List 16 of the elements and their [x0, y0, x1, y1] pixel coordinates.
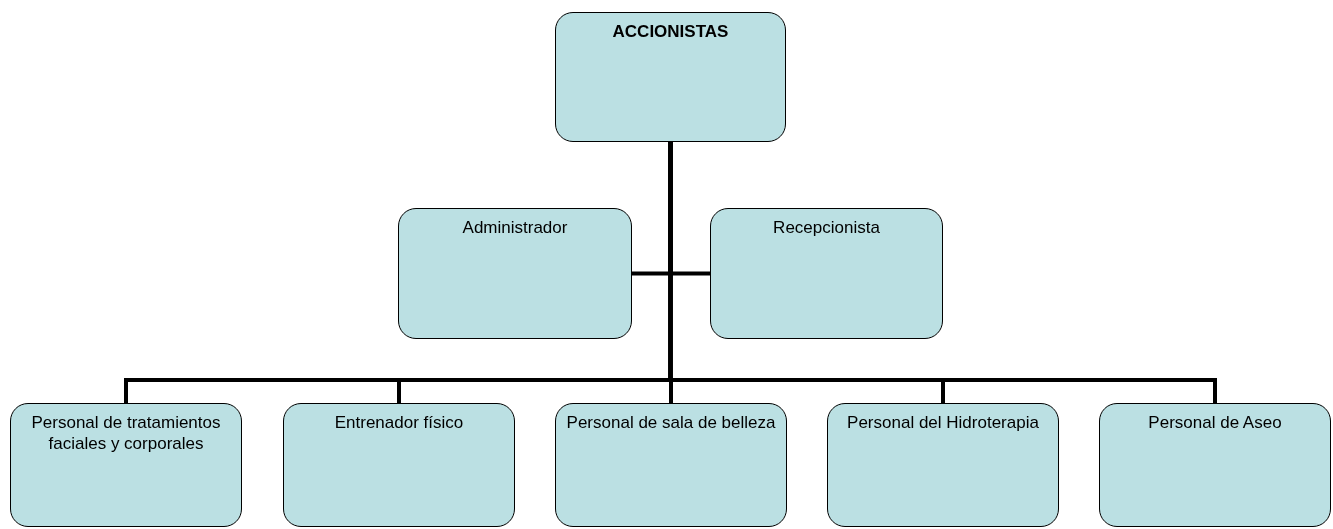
- role-title: Personal del Hidroterapia: [846, 412, 1040, 433]
- role-title: Entrenador físico: [333, 412, 465, 433]
- role-title: Personal de tratamientos faciales y corporales: [30, 412, 222, 454]
- role-box: [555, 403, 787, 527]
- role-box: [710, 208, 943, 339]
- role-title: Personal de Aseo: [1147, 412, 1283, 433]
- top-box: [555, 12, 786, 142]
- role-box: [827, 403, 1059, 527]
- role-title: Personal de sala de belleza: [566, 412, 776, 433]
- role-title: Administrador: [461, 217, 569, 238]
- role-title: ACCIONISTAS: [611, 21, 730, 42]
- role-box: [1099, 403, 1331, 527]
- role-box: [283, 403, 515, 527]
- role-title: Recepcionista: [772, 217, 881, 238]
- role-box: [10, 403, 242, 527]
- role-box: [398, 208, 632, 339]
